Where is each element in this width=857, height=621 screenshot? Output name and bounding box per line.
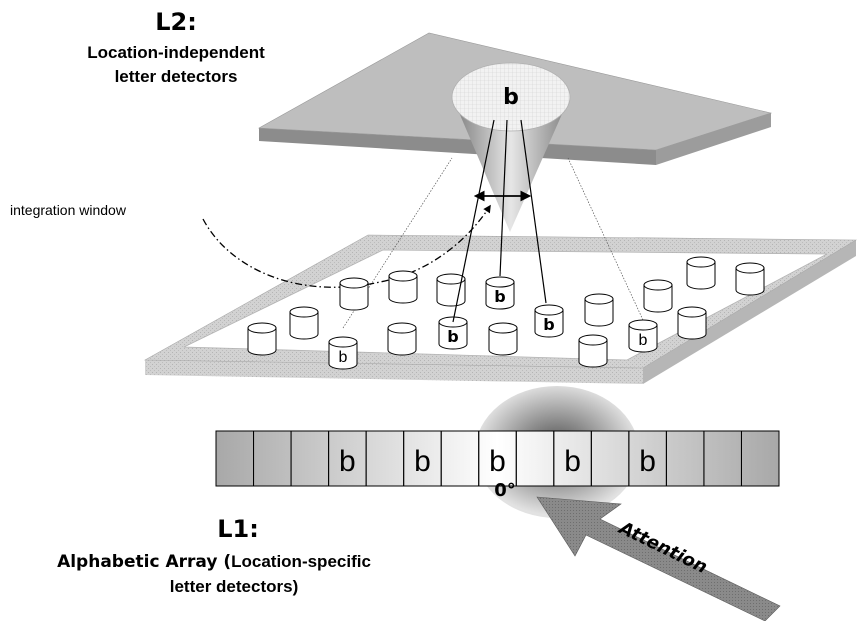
detector-cylinder: b bbox=[328, 336, 358, 370]
l2-title: L2: bbox=[155, 8, 197, 36]
l1-subtitle-line1-b: Location-specific bbox=[231, 552, 371, 571]
detector-cylinder bbox=[339, 277, 369, 311]
array-letter: b bbox=[414, 445, 431, 478]
array-letter: b bbox=[564, 445, 581, 478]
integration-cone: b bbox=[451, 62, 571, 232]
detector-cylinder: b bbox=[485, 276, 515, 310]
integration-window-pointer bbox=[202, 204, 491, 288]
array-letter: b bbox=[489, 445, 506, 478]
detector-cylinder bbox=[677, 306, 707, 340]
detector-cylinder bbox=[436, 273, 466, 307]
fixation-label: 0° bbox=[494, 480, 516, 501]
detector-cylinder bbox=[578, 334, 608, 368]
detector-cylinder bbox=[289, 306, 319, 340]
detector-letter: b bbox=[494, 287, 505, 306]
l1-subtitle-line1-a: Alphabetic Array ( bbox=[57, 552, 231, 572]
detector-letter: b bbox=[543, 315, 554, 334]
detector-letter: b bbox=[639, 332, 648, 349]
detector-cylinder bbox=[388, 270, 418, 304]
l2-subtitle-line1: Location-independent bbox=[87, 43, 265, 62]
l1-subtitle-line2: letter detectors) bbox=[170, 577, 298, 596]
detector-cylinder bbox=[247, 322, 277, 356]
detector-cylinder bbox=[584, 293, 614, 327]
attention-arrow: Attention bbox=[536, 496, 781, 621]
array-letter: b bbox=[639, 445, 656, 478]
convergence-lines bbox=[452, 119, 547, 323]
array-letter: b bbox=[339, 445, 356, 478]
detector-letter: b bbox=[447, 327, 458, 346]
detector-cylinders: b b b b b bbox=[247, 256, 765, 370]
l1-title: L1: bbox=[217, 515, 259, 543]
detector-cylinder bbox=[735, 262, 765, 296]
detector-cylinder bbox=[686, 256, 716, 290]
l1-subtitle-line1: Alphabetic Array (Location-specific bbox=[57, 552, 371, 572]
array-cell bbox=[740, 430, 780, 487]
detector-cylinder bbox=[488, 322, 518, 356]
detector-cylinder bbox=[643, 279, 673, 313]
detector-cylinder: b bbox=[534, 304, 564, 338]
detector-letter: b bbox=[339, 349, 348, 366]
l2-subtitle-line2: letter detectors bbox=[115, 67, 238, 86]
detector-cylinder: b bbox=[628, 319, 658, 353]
integration-window-label: integration window bbox=[10, 202, 127, 218]
cone-top-ellipse bbox=[451, 62, 571, 132]
cone-letter: b bbox=[503, 85, 519, 110]
detector-cylinder bbox=[387, 322, 417, 356]
